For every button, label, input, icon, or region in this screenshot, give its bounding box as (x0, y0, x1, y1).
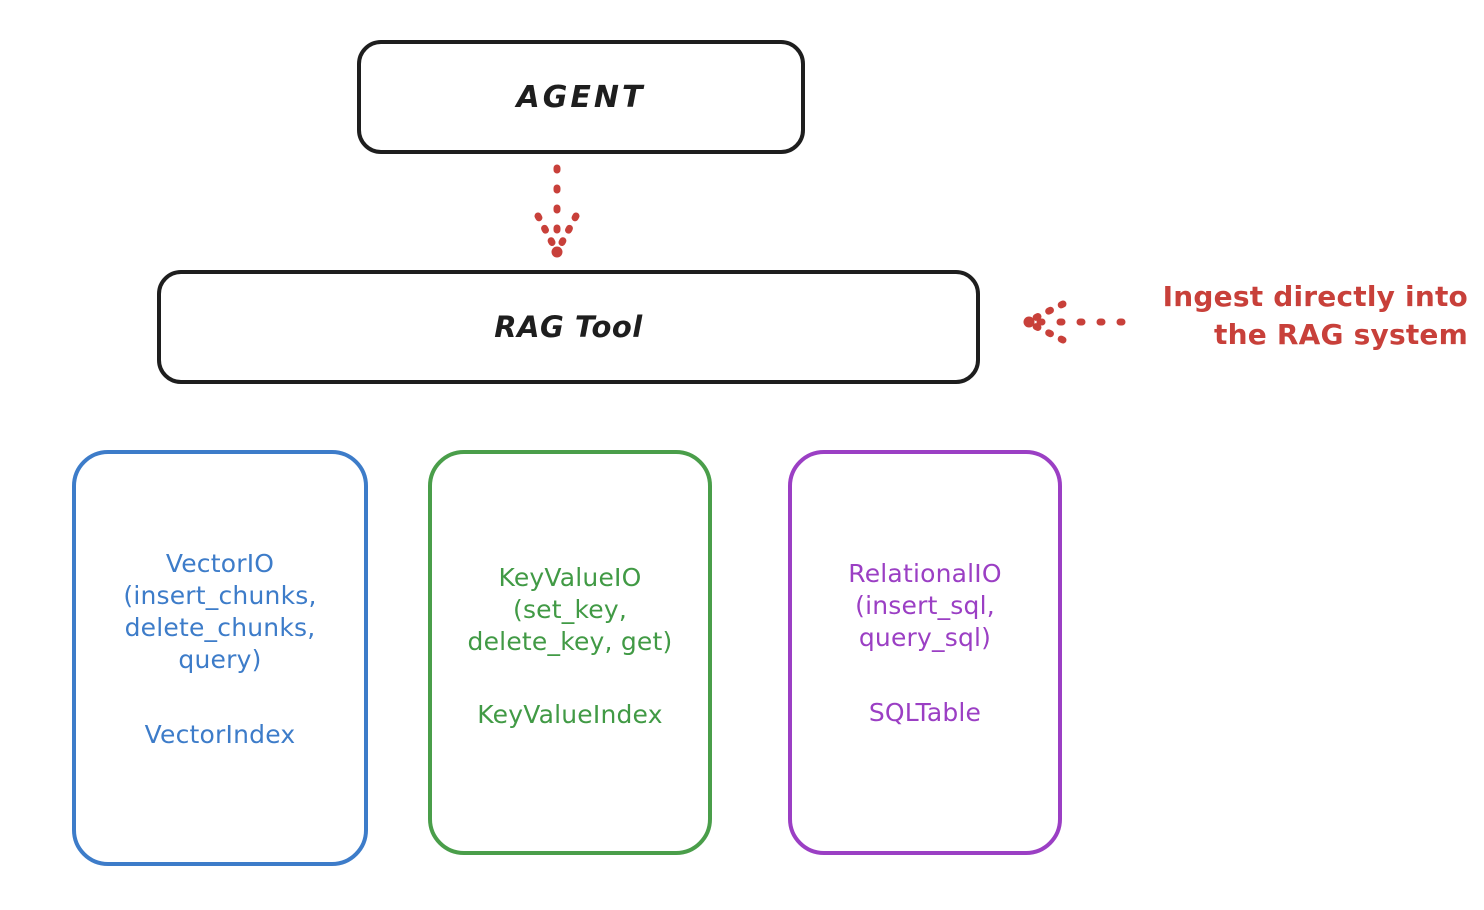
keyvalueio-card[interactable]: KeyValueIO (set_key, delete_key, get) Ke… (428, 450, 712, 855)
vectorio-api-label: VectorIO (insert_chunks, delete_chunks, … (123, 549, 317, 674)
relationalio-api-label: RelationalIO (insert_sql, query_sql) (848, 559, 1002, 652)
ingest-annotation-text: Ingest directly into the RAG system (1162, 280, 1468, 352)
vectorio-card[interactable]: VectorIO (insert_chunks, delete_chunks, … (72, 450, 368, 866)
agent-node[interactable]: AGENT (357, 40, 805, 154)
rag-tool-node[interactable]: RAG Tool (157, 270, 980, 384)
relationalio-index-label: SQLTable (868, 698, 982, 727)
ingest-to-rag-tool-arrow (1023, 300, 1126, 344)
agent-node-label: AGENT (516, 79, 646, 115)
relationalio-card[interactable]: RelationalIO (insert_sql, query_sql) SQL… (788, 450, 1062, 855)
rag-tool-node-label: RAG Tool (494, 310, 643, 344)
vectorio-index-label: VectorIndex (144, 720, 296, 749)
keyvalueio-api-label: KeyValueIO (set_key, delete_key, get) (467, 563, 673, 656)
keyvalueio-index-label: KeyValueIndex (477, 700, 663, 729)
agent-to-rag-tool-arrow (534, 164, 580, 258)
